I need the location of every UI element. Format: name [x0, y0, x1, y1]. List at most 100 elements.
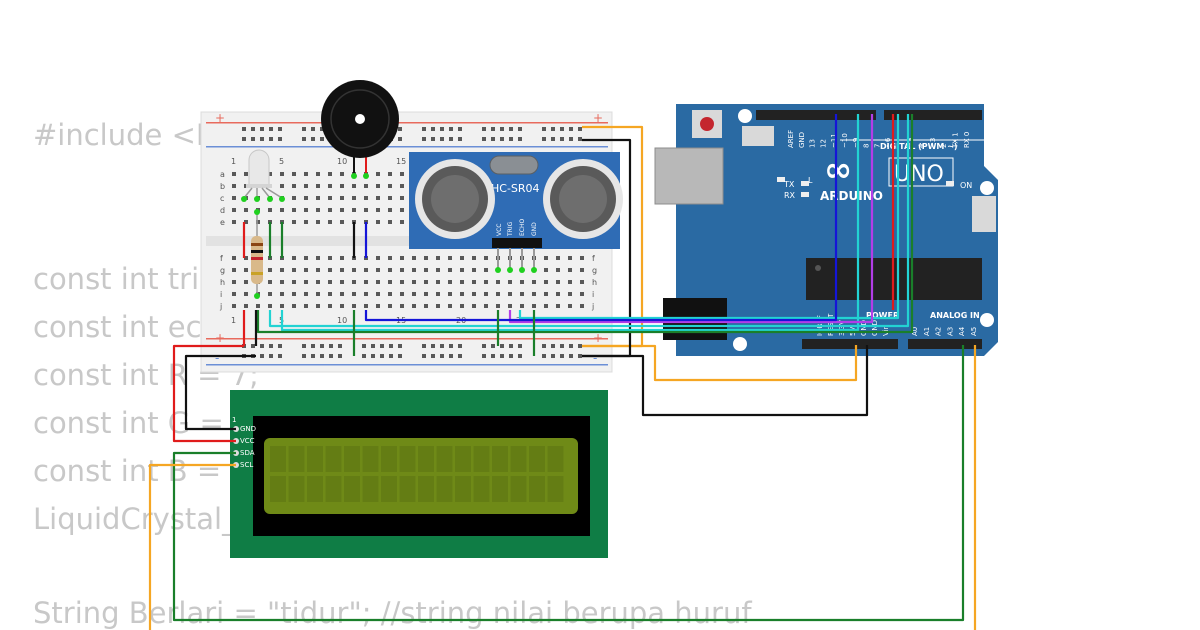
rail-plus-symbol-bottom-right: +	[593, 331, 603, 345]
breadboard-hole	[412, 280, 416, 284]
row-label-d: d	[220, 206, 225, 215]
breadboard-hole	[376, 196, 380, 200]
rail-hole	[551, 127, 555, 131]
rail-hole	[569, 127, 573, 131]
wire-green-pin	[256, 114, 914, 334]
row-label-i-right: i	[592, 290, 594, 299]
row-label-g-right: g	[592, 266, 597, 275]
arduino-pin-label: 2	[940, 144, 948, 148]
lcd-character-cell	[362, 476, 379, 502]
wire-black-gnd	[582, 345, 869, 417]
arduino-pin-label: Vin	[882, 325, 890, 336]
wire-cyan-led	[280, 114, 860, 332]
lcd-character-cell	[529, 446, 545, 472]
buzzer-hole	[355, 114, 365, 124]
arduino-pin-label: 4	[917, 143, 925, 148]
breadboard-hole	[448, 304, 452, 308]
breadboard-hole	[400, 256, 404, 260]
rail-hole	[389, 354, 393, 358]
breadboard-hole	[544, 268, 548, 272]
rail-hole	[491, 344, 495, 348]
rail-hole	[398, 354, 402, 358]
breadboard-hole	[340, 256, 344, 260]
buzzer-pin	[351, 173, 357, 179]
breadboard-hole	[388, 196, 392, 200]
led-tx	[801, 181, 809, 186]
rail-minus-symbol: -	[215, 351, 219, 365]
arduino-pin-label: ~5	[906, 138, 914, 148]
sensor-pin-header	[492, 238, 542, 248]
code-line-blue: const int B =	[33, 454, 231, 488]
breadboard-hole	[484, 268, 488, 272]
breadboard-hole	[520, 292, 524, 296]
lcd-character-cell	[436, 476, 453, 502]
breadboard-hole	[376, 268, 380, 272]
breadboard-hole	[340, 196, 344, 200]
breadboard-hole	[244, 172, 248, 176]
lcd-character-cell	[547, 446, 564, 472]
lcd-character-cell	[492, 446, 508, 472]
lcd-character-cell	[344, 446, 360, 472]
lcd-character-cell	[325, 446, 342, 472]
rail-hole	[242, 127, 246, 131]
breadboard-hole	[232, 196, 236, 200]
breadboard-hole	[328, 172, 332, 176]
mount-hole	[980, 181, 994, 195]
rail-hole	[242, 137, 246, 141]
arduino-pin-label: 3.3V	[838, 320, 846, 336]
breadboard-hole	[316, 268, 320, 272]
breadboard-hole	[436, 304, 440, 308]
lcd-character-cell	[381, 476, 397, 502]
ultrasonic-sensor: HC-SR04 VCC TRIG ECHO GND	[409, 152, 623, 273]
led-rx	[801, 192, 809, 197]
rail-hole	[449, 137, 453, 141]
breadboard-hole	[232, 280, 236, 284]
breadboard-hole	[256, 220, 260, 224]
breadboard-hole	[340, 280, 344, 284]
breadboard-hole	[568, 304, 572, 308]
breadboard-hole	[400, 292, 404, 296]
breadboard-hole	[556, 280, 560, 284]
breadboard-hole	[292, 256, 296, 260]
breadboard-hole	[556, 268, 560, 272]
breadboard-hole	[568, 268, 572, 272]
rail-hole	[578, 137, 582, 141]
resistor-band	[251, 243, 263, 246]
breadboard-hole	[232, 304, 236, 308]
breadboard-hole	[280, 172, 284, 176]
rx-label: RX	[784, 191, 796, 200]
arduino-pin-label: 12	[819, 139, 827, 148]
resistor-pin	[254, 209, 260, 215]
breadboard-hole	[244, 208, 248, 212]
rail-hole	[371, 344, 375, 348]
rail-hole	[440, 354, 444, 358]
breadboard-hole	[436, 280, 440, 284]
lcd-character-cell	[288, 446, 305, 472]
rail-hole	[440, 127, 444, 131]
rail-hole	[518, 344, 522, 348]
code-line-trig: const int tri	[33, 262, 200, 296]
rail-hole	[449, 344, 453, 348]
row-label-j-right: j	[591, 302, 594, 311]
breadboard-hole	[388, 304, 392, 308]
rail-hole	[362, 344, 366, 348]
breadboard-hole	[280, 304, 284, 308]
lcd-character-cell	[473, 446, 490, 472]
breadboard-hole	[364, 292, 368, 296]
lcd-character-cell	[344, 476, 360, 502]
breadboard-hole	[232, 292, 236, 296]
breadboard-hole	[424, 268, 428, 272]
arduino-pin-label: RX 0	[963, 132, 971, 148]
breadboard-hole	[244, 292, 248, 296]
breadboard-hole	[268, 172, 272, 176]
rail-hole	[362, 354, 366, 358]
rail-hole	[509, 137, 513, 141]
breadboard-hole	[388, 256, 392, 260]
rail-hole	[449, 127, 453, 131]
breadboard-hole	[232, 268, 236, 272]
lcd-character-cell	[399, 476, 416, 502]
rgb-led-pin	[279, 196, 285, 202]
lcd-character-cell	[418, 476, 434, 502]
